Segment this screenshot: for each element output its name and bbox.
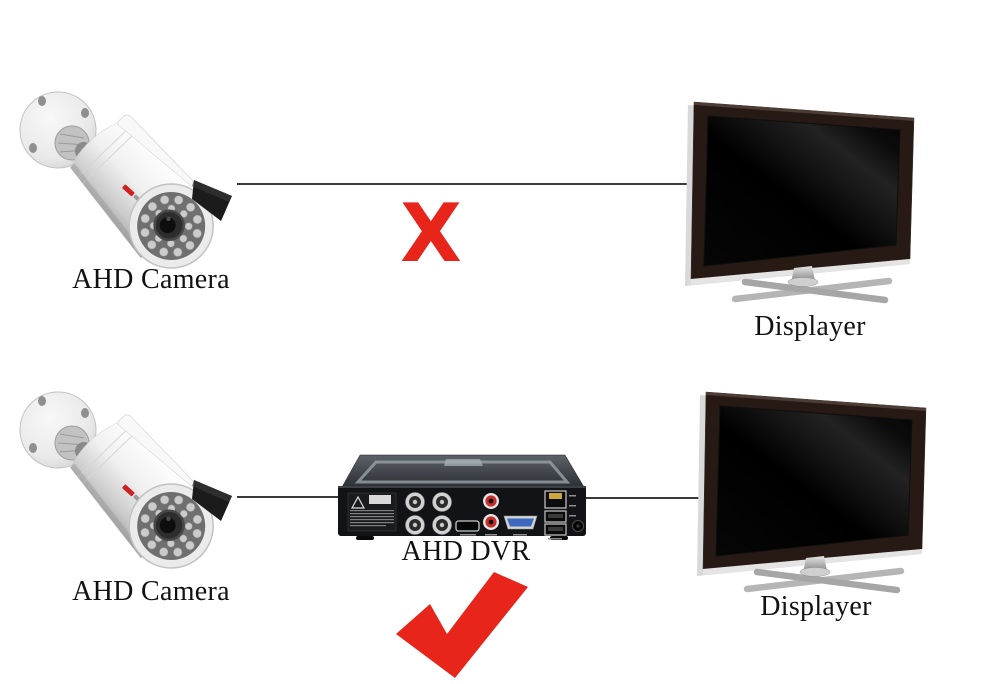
displayer-bottom [695, 382, 943, 600]
ethernet-port [544, 490, 567, 509]
check-icon [396, 572, 528, 678]
vga-port [503, 515, 538, 530]
x-mark-icon: X [400, 187, 462, 280]
camera-label-top: AHD Camera [72, 264, 230, 295]
bnc-video-inputs [405, 492, 452, 535]
camera-label-bottom: AHD Camera [72, 576, 230, 607]
usb-ports [544, 510, 567, 536]
connection-line-dvr-displayer [586, 497, 700, 499]
displayer-top [683, 92, 931, 310]
connection-line-top [237, 183, 688, 185]
power-jack [569, 495, 584, 532]
ahd-camera-bottom [8, 388, 240, 580]
hdmi-port [455, 520, 480, 532]
ahd-dvr [338, 454, 586, 540]
ahd-camera-top [8, 88, 240, 280]
displayer-label-bottom: Displayer [760, 591, 872, 622]
dvr-label: AHD DVR [401, 536, 531, 567]
displayer-label-top: Displayer [754, 311, 866, 342]
port-labels [460, 534, 562, 540]
connection-line-camera-dvr [237, 496, 338, 498]
rca-audio-ports [483, 493, 499, 530]
warning-sticker [347, 492, 397, 532]
dvr-top-face [341, 454, 585, 488]
